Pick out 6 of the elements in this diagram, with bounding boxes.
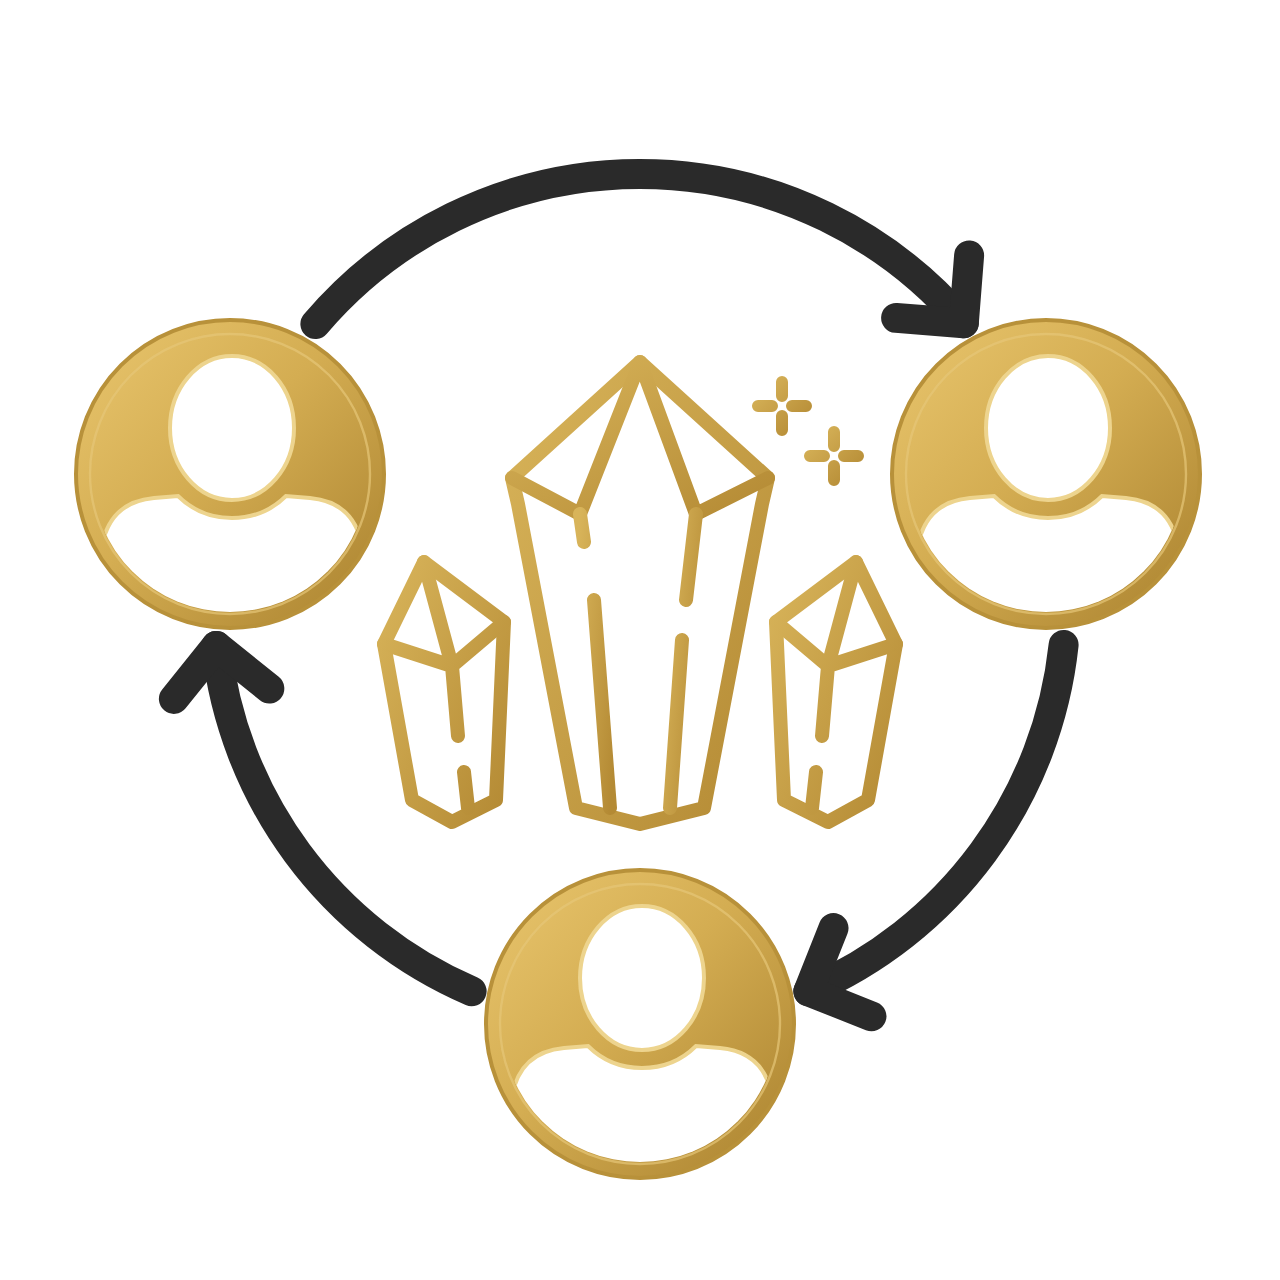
person-icon [484, 868, 796, 1180]
arrow [300, 158, 980, 339]
person-icon [74, 318, 386, 630]
person-icon [890, 318, 1202, 630]
arrow [793, 630, 1079, 1028]
arrow [162, 631, 487, 1007]
